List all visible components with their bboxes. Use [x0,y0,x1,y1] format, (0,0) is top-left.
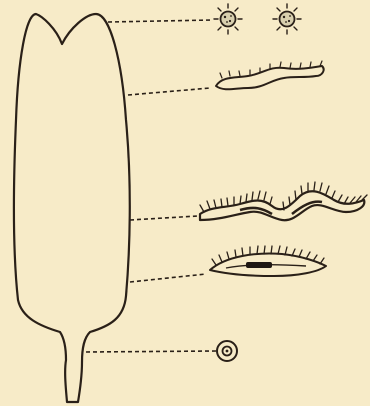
apical-section-left [214,4,242,34]
lower-blade-core [246,262,272,268]
apical-section-right [273,4,301,34]
